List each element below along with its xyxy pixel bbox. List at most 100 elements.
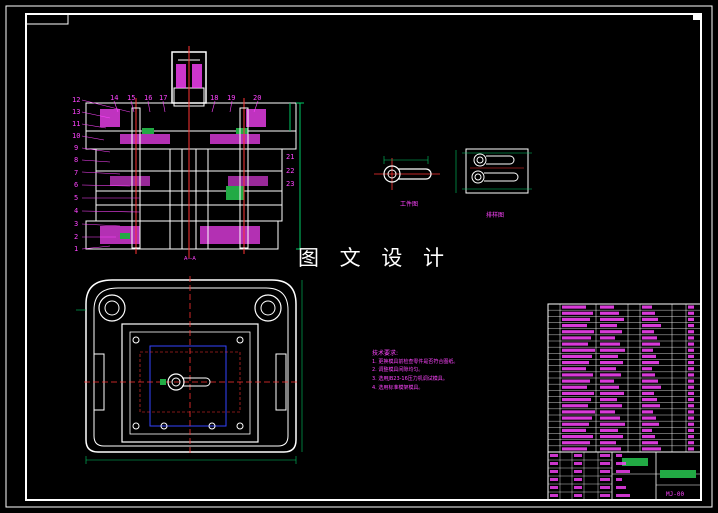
parts-list-cell-mark	[600, 416, 620, 420]
parts-list-cell-mark	[688, 391, 694, 395]
workpiece-label: 工件图	[400, 200, 418, 208]
parts-list-cell-mark	[562, 367, 586, 371]
parts-list-cell-mark	[562, 416, 592, 420]
parts-list-cell-mark	[562, 330, 594, 334]
parts-list-cell-mark	[642, 410, 653, 414]
parts-list-cell-mark	[562, 348, 595, 352]
part-numbers-left: 12 13 11 10 9 8 7 6 5 4 3 2 1	[72, 96, 80, 253]
parts-list-cell-mark	[562, 422, 589, 426]
parts-list-cell-mark	[642, 404, 660, 408]
watermark-title: 图 文 设 计	[298, 246, 452, 270]
title-block-cell-mark	[574, 454, 582, 457]
outer-border	[5, 5, 713, 508]
part-no-6: 6	[74, 181, 78, 189]
drawing-frame	[25, 13, 702, 501]
section-view	[81, 46, 304, 258]
title-block-cell-mark	[616, 486, 626, 489]
parts-list-cell-mark	[688, 311, 694, 315]
title-block-cell-mark	[574, 470, 582, 473]
drawing-number: MJ-00	[666, 491, 684, 498]
parts-list-cell-mark	[688, 428, 694, 432]
technical-requirements: 技术要求: 1. 更换模具前检查零件是否符合图纸。 2. 调整模具间隙均匀。 3…	[372, 349, 458, 391]
title-block-cell-mark	[616, 470, 630, 473]
parts-list-cell-mark	[600, 367, 616, 371]
parts-list-cell-mark	[642, 428, 652, 432]
part-no-18: 18	[210, 94, 218, 102]
parts-list-cell-mark	[642, 342, 660, 346]
part-no-1: 1	[74, 245, 78, 253]
parts-list-cell-mark	[642, 435, 655, 439]
tech-req-heading: 技术要求:	[372, 349, 398, 357]
parts-list-cell-mark	[688, 435, 694, 439]
parts-list-cell-mark	[688, 385, 694, 389]
tech-req-line-4: 4. 选用标准模架模具。	[372, 384, 423, 391]
parts-list-cell-mark	[688, 410, 694, 414]
title-block-cell-mark	[550, 494, 558, 497]
title-block-cell-mark	[616, 454, 622, 457]
title-block-cell-mark	[600, 478, 610, 481]
part-no-11: 11	[72, 120, 80, 128]
parts-list-cell-mark	[600, 441, 616, 445]
section-label: A—A	[184, 256, 196, 262]
parts-list-cell-mark	[600, 422, 625, 426]
parts-list-cell-mark	[642, 385, 661, 389]
parts-list-cell-mark	[688, 305, 694, 309]
parts-list-cell-mark	[688, 348, 694, 352]
parts-list-cell-mark	[642, 422, 659, 426]
parts-list-cell-mark	[562, 342, 588, 346]
parts-list-cell-mark	[600, 311, 619, 315]
parts-list-cell-mark	[688, 342, 694, 346]
title-block-cell-mark	[550, 454, 558, 457]
part-no-15: 15	[127, 94, 135, 102]
parts-list-cell-mark	[642, 373, 655, 377]
title-block-cell-mark	[600, 454, 610, 457]
parts-list-cell-mark	[600, 391, 624, 395]
part-no-14: 14	[110, 94, 118, 102]
parts-list-cell-mark	[688, 422, 694, 426]
parts-list-cell-mark	[642, 336, 657, 340]
parts-list-table	[547, 303, 702, 453]
parts-list-cell-mark	[642, 354, 656, 358]
parts-list-cell-mark	[642, 330, 654, 334]
parts-list-cell-mark	[600, 342, 620, 346]
part-no-17: 17	[159, 94, 167, 102]
parts-list-cell-mark	[562, 324, 587, 328]
tech-req-line-1: 1. 更换模具前检查零件是否符合图纸。	[372, 358, 458, 365]
parts-list-cell-mark	[600, 361, 623, 365]
plan-view	[76, 276, 303, 464]
title-block-cell-mark	[574, 486, 582, 489]
parts-list-cell-mark	[562, 435, 593, 439]
parts-list-cell-mark	[562, 317, 590, 321]
part-no-9: 9	[74, 144, 78, 152]
part-no-19: 19	[227, 94, 235, 102]
title-block-cell-mark	[550, 486, 558, 489]
parts-list-cell-mark	[642, 391, 654, 395]
title-block-cell-mark	[600, 462, 610, 465]
parts-list-cell-mark	[688, 324, 694, 328]
parts-list-cell-mark	[642, 361, 659, 365]
layout-label: 排样图	[486, 211, 504, 219]
parts-list-cell-mark	[562, 410, 595, 414]
title-block-cell-mark	[616, 478, 622, 481]
parts-list-cell-mark	[600, 404, 622, 408]
strip-layout-view	[455, 148, 532, 194]
parts-list-cell-mark	[688, 373, 694, 377]
parts-list-cell-mark	[600, 447, 621, 451]
parts-list-cell-mark	[642, 348, 653, 352]
parts-list-cell-mark	[642, 311, 655, 315]
part-no-13: 13	[72, 108, 80, 116]
parts-list-cell-mark	[562, 404, 588, 408]
parts-list-cell-mark	[642, 324, 661, 328]
parts-list-cell-mark	[600, 354, 618, 358]
part-numbers-right: 21 22 23	[286, 153, 294, 188]
top-right-marker	[693, 14, 701, 20]
title-block-cell-mark	[550, 470, 558, 473]
parts-list-cell-mark	[562, 379, 590, 383]
parts-list-cell-mark	[562, 447, 587, 451]
title-block-cell-mark	[616, 494, 630, 497]
parts-list-cell-mark	[600, 348, 625, 352]
parts-list-cell-mark	[562, 398, 591, 402]
part-no-2: 2	[74, 233, 78, 241]
parts-list-cell-mark	[642, 416, 656, 420]
